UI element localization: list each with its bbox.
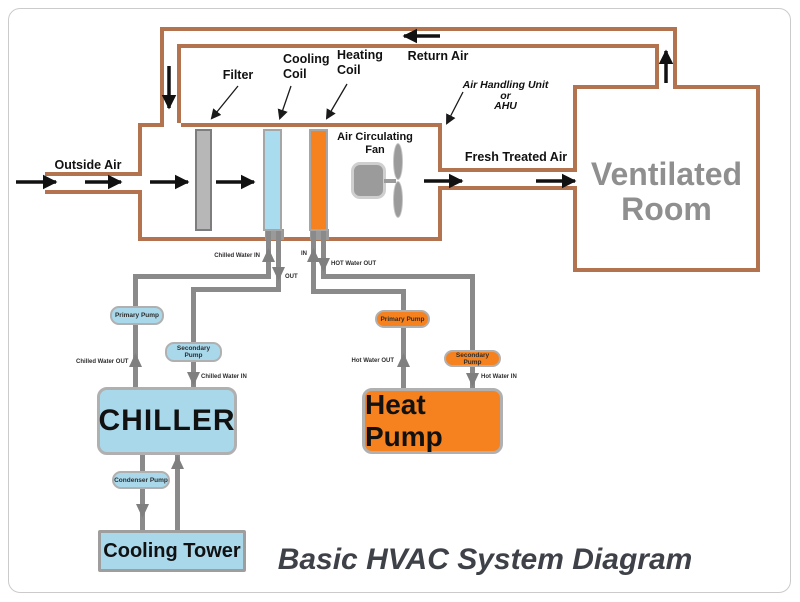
chilled-water-in-coil-label: Chilled Water IN <box>214 253 260 259</box>
room-wall-left-lower <box>573 186 577 272</box>
chilled-secondary-pump-label: Secondary Pump <box>176 345 211 359</box>
cooling-coil-element <box>263 129 282 231</box>
chilled-primary-pump: Primary Pump <box>110 306 164 325</box>
ahu-wall-left-upper <box>138 123 142 176</box>
hot-water-out-coil-label: HOT Water OUT <box>331 261 377 267</box>
hot-primary-pump: Primary Pump <box>375 310 430 328</box>
filter-label: Filter <box>222 68 254 82</box>
heating-coil-label-line1: Heating <box>337 48 383 62</box>
heating-coil-element <box>309 129 328 231</box>
cooling-tower-label: Cooling Tower <box>103 539 241 562</box>
chilled-secondary-pump: Secondary Pump <box>165 342 222 362</box>
return-duct-inner-right <box>655 44 659 89</box>
chilled-primary-pump-label: Primary Pump <box>114 312 160 319</box>
hot-in-small-label: IN <box>301 251 307 257</box>
cooling-coil-pointer-arrow <box>277 85 292 120</box>
room-wall-right <box>756 85 760 272</box>
return-duct-outer-left <box>160 27 164 123</box>
fan-label: Air Circulating Fan <box>337 131 413 157</box>
ventilated-room-line2: Room <box>621 191 712 227</box>
ahu-label-line3: AHU <box>494 100 517 112</box>
pipe-arrow-condenser-down <box>136 504 149 518</box>
cooling-coil-label-line2: Coil <box>283 67 307 81</box>
fan-motor <box>351 162 386 199</box>
pipe-arrow-chilled-in-down <box>187 372 200 386</box>
pipe-arrow-hot-in-up <box>307 248 320 262</box>
fan-shaft <box>384 179 396 183</box>
return-duct-inner-top <box>177 44 659 48</box>
return-air-label: Return Air <box>407 49 469 63</box>
fresh-duct-top <box>438 168 575 172</box>
room-wall-left-upper <box>573 85 577 172</box>
fan-label-line2: Fan <box>365 144 385 156</box>
ahu-label-line1: Air Handling Unit <box>462 79 549 91</box>
ahu-pointer-arrow <box>446 91 464 125</box>
pipe-arrow-coil-out-down <box>272 267 285 281</box>
fresh-duct-bottom <box>438 186 575 190</box>
hot-return-pipe <box>321 229 475 390</box>
condenser-pump: Condenser Pump <box>112 471 170 489</box>
heating-coil-label-line2: Coil <box>337 63 361 77</box>
chilled-out-small-label: OUT <box>285 274 298 280</box>
chilled-return-pipe <box>191 229 281 389</box>
ahu-wall-right-upper <box>438 123 442 172</box>
condenser-pump-label: Condenser Pump <box>114 476 168 484</box>
room-wall-top-left <box>573 85 659 89</box>
cooling-coil-label: Cooling Coil <box>283 52 330 82</box>
page-border <box>8 8 791 593</box>
fresh-treated-air-label: Fresh Treated Air <box>464 150 568 164</box>
cooling-coil-label-line1: Cooling <box>283 52 330 66</box>
cooling-tower-box: Cooling Tower <box>98 530 246 572</box>
ahu-wall-bottom <box>138 237 442 241</box>
pipe-arrow-condenser-up <box>171 455 184 469</box>
pipe-arrow-hot-coil-out-down <box>317 258 330 272</box>
heating-coil-header <box>310 229 329 240</box>
heating-coil-label: Heating Coil <box>337 48 383 78</box>
fan-blade-top <box>393 143 403 180</box>
fan-label-line1: Air Circulating <box>337 131 413 143</box>
chiller-label: CHILLER <box>98 404 236 437</box>
ahu-wall-top-left <box>138 123 164 127</box>
filter-element <box>195 129 212 231</box>
hot-secondary-pump-label: Secondary Pump <box>455 351 490 366</box>
hot-water-in-label: Hot Water IN <box>481 374 517 380</box>
room-wall-bottom <box>573 268 760 272</box>
ahu-wall-left-lower <box>138 190 142 241</box>
chilled-water-out-label: Chilled Water OUT <box>76 359 129 365</box>
fan-blade-bottom <box>393 181 403 218</box>
heating-coil-pointer-arrow <box>325 83 348 120</box>
cooling-coil-header <box>265 229 284 240</box>
return-duct-inner-left <box>177 44 181 123</box>
room-wall-top-right <box>673 85 760 89</box>
ventilated-room-line1: Ventilated <box>590 156 743 192</box>
hot-secondary-pump: Secondary Pump <box>444 350 501 367</box>
chiller-box: CHILLER <box>97 387 237 455</box>
outside-air-label: Outside Air <box>54 158 122 172</box>
outside-duct-top <box>45 172 142 176</box>
return-duct-outer-top <box>160 27 677 31</box>
return-duct-outer-right <box>673 27 677 89</box>
heat-pump-box: Heat Pump <box>362 388 503 454</box>
heat-pump-label: Heat Pump <box>365 389 443 452</box>
pipe-arrow-hot-in-down <box>466 373 479 387</box>
pipe-arrow-hot-out-up <box>397 353 410 367</box>
ahu-wall-top-right <box>181 123 442 127</box>
hot-primary-pump-label: Primary Pump <box>380 315 425 323</box>
diagram-title: Basic HVAC System Diagram <box>277 543 693 576</box>
pipe-arrow-coil-in-up <box>262 248 275 262</box>
ventilated-room-label: Ventilated Room <box>575 157 758 227</box>
ahu-label-line2: or <box>500 89 511 102</box>
outside-duct-bottom <box>45 190 142 194</box>
chilled-water-in-label: Chilled Water IN <box>201 374 247 380</box>
pipe-arrow-chilled-out-up <box>129 353 142 367</box>
ahu-label: Air Handling Unit or AHU <box>448 80 563 112</box>
filter-pointer-arrow <box>210 85 239 120</box>
hot-water-out-label: Hot Water OUT <box>351 358 394 364</box>
ahu-wall-right-lower <box>438 186 442 241</box>
